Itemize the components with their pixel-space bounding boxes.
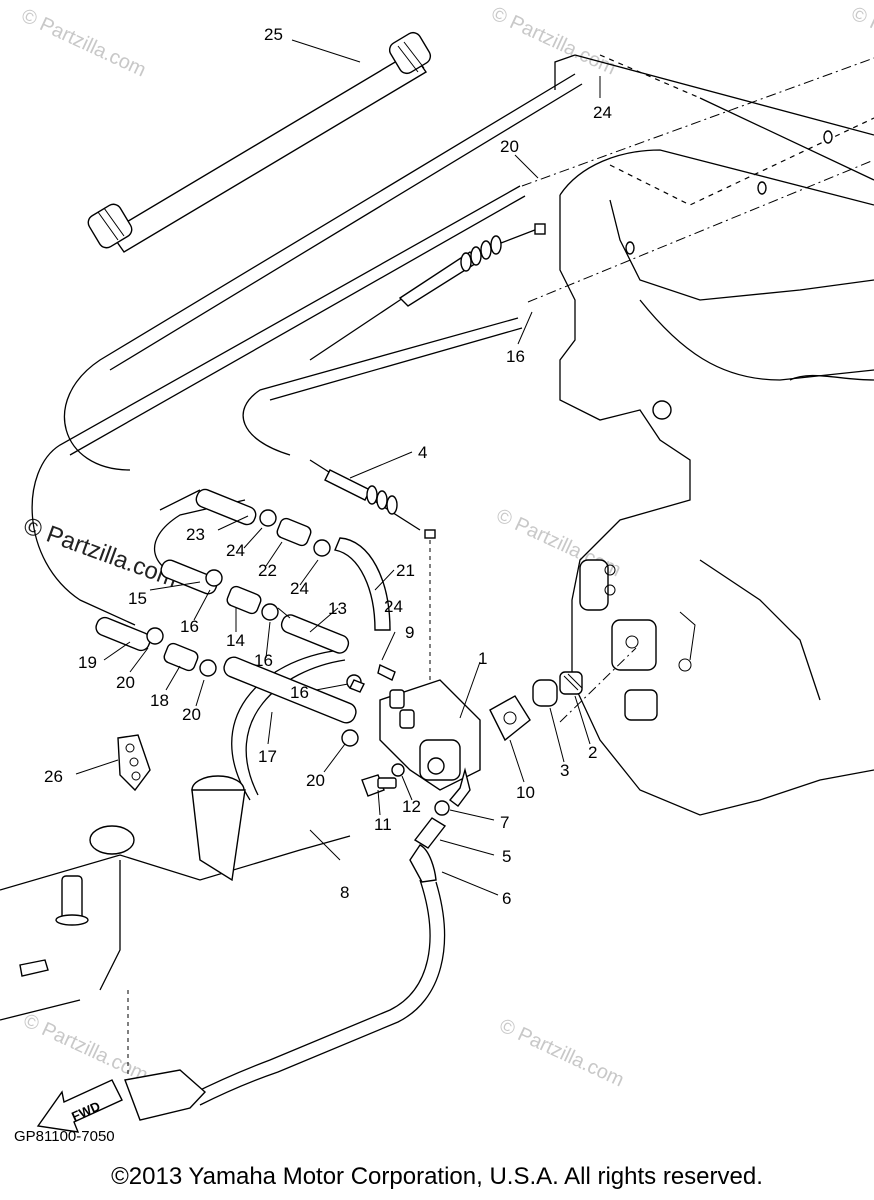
callout-4: 4 xyxy=(418,443,427,462)
callout-23: 23 xyxy=(186,525,205,544)
callout-16: 16 xyxy=(506,347,525,366)
callout-9: 9 xyxy=(405,623,414,642)
callout-17: 17 xyxy=(258,747,277,766)
callout-7: 7 xyxy=(500,813,509,832)
engine-hole xyxy=(678,658,692,672)
cable-4 xyxy=(309,223,546,539)
pump-mount-parts xyxy=(489,671,583,742)
leader-lines xyxy=(75,39,601,896)
hose-routes xyxy=(31,73,583,801)
callout-labels: 25 24 20 16 4 23 24 22 24 21 15 16 14 24… xyxy=(44,25,612,908)
callout-12: 12 xyxy=(402,797,421,816)
copyright-notice: ©2013 Yamaha Motor Corporation, U.S.A. A… xyxy=(111,1163,763,1190)
watermark-main: © Partzilla.com xyxy=(20,512,181,593)
callout-21: 21 xyxy=(396,561,415,580)
callout-16: 16 xyxy=(180,617,199,636)
lower-hardware xyxy=(189,763,450,1106)
callout-20: 20 xyxy=(500,137,519,156)
watermark: © Partzilla.com xyxy=(496,1015,627,1092)
tube-25 xyxy=(87,31,432,253)
engine-boss xyxy=(624,689,658,721)
engine-block xyxy=(554,54,874,816)
watermark: © Partzilla.com xyxy=(20,1010,151,1087)
engine-boss xyxy=(611,619,657,671)
callout-25: 25 xyxy=(264,25,283,44)
hose-fittings xyxy=(95,488,391,747)
callout-6: 6 xyxy=(502,889,511,908)
callout-18: 18 xyxy=(150,691,169,710)
engine-hole xyxy=(625,635,639,649)
callout-8: 8 xyxy=(340,883,349,902)
callout-13: 13 xyxy=(328,599,347,618)
callout-11: 11 xyxy=(374,815,392,834)
engine-boss xyxy=(579,559,609,611)
callout-24: 24 xyxy=(290,579,309,598)
callout-24: 24 xyxy=(593,103,612,122)
watermark: © Partzilla.com xyxy=(18,5,149,82)
engine-port xyxy=(625,241,635,255)
callout-19: 19 xyxy=(78,653,97,672)
callout-3: 3 xyxy=(560,761,569,780)
oil-pump xyxy=(349,664,481,807)
watermark: © Partzilla.com xyxy=(848,3,874,80)
callout-24: 24 xyxy=(384,597,403,616)
callout-16: 16 xyxy=(290,683,309,702)
drawing-code: GP81100-7050 xyxy=(14,1128,115,1145)
engine-port xyxy=(652,400,672,420)
callout-24: 24 xyxy=(226,541,245,560)
callout-26: 26 xyxy=(44,767,63,786)
watermark: © Partzilla.com xyxy=(488,3,619,80)
callout-20: 20 xyxy=(116,673,135,692)
engine-port xyxy=(823,130,833,144)
engine-hole xyxy=(604,564,616,576)
center-lines xyxy=(127,57,874,1075)
tank xyxy=(0,775,351,1121)
cable-ribs xyxy=(460,235,502,272)
grommet-26 xyxy=(117,734,151,792)
callout-2: 2 xyxy=(588,743,597,762)
callout-20: 20 xyxy=(306,771,325,790)
callout-16: 16 xyxy=(254,651,273,670)
callout-5: 5 xyxy=(502,847,511,866)
engine-port xyxy=(757,181,767,195)
callout-22: 22 xyxy=(258,561,277,580)
fwd-arrow: FWD xyxy=(36,1079,123,1133)
callout-20: 20 xyxy=(182,705,201,724)
engine-hole xyxy=(604,584,616,596)
callout-14: 14 xyxy=(226,631,245,650)
callout-10: 10 xyxy=(516,783,535,802)
callout-15: 15 xyxy=(128,589,147,608)
callout-1: 1 xyxy=(478,649,487,668)
